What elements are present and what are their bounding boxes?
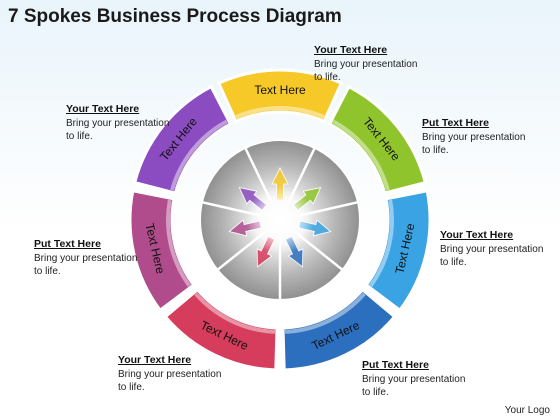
ring-segment (163, 287, 279, 372)
callout-body: Bring your presentation to life. (422, 132, 526, 156)
callout-heading: Put Text Here (422, 117, 489, 129)
callout-body: Bring your presentation to life. (314, 59, 418, 83)
segment-highlight (369, 199, 394, 287)
callout-body: Bring your presentation to life. (118, 369, 222, 393)
callout-heading: Put Text Here (362, 359, 429, 371)
segment-highlight (235, 106, 325, 119)
callout-heading: Put Text Here (34, 238, 101, 250)
callout-body: Bring your presentation to life. (362, 374, 466, 398)
callout-top: Your Text Here Bring your presentation t… (314, 44, 434, 84)
callout-body: Bring your presentation to life. (440, 244, 544, 268)
center-glow (246, 186, 314, 254)
callout-body: Bring your presentation to life. (66, 118, 170, 142)
callout-left: Put Text Here Bring your presentation to… (34, 238, 154, 278)
callout-right: Your Text Here Bring your presentation t… (440, 229, 560, 269)
segment-label: Text Here (254, 83, 306, 97)
segment-highlight (284, 292, 366, 334)
callout-heading: Your Text Here (118, 354, 192, 366)
callout-lower-left: Your Text Here Bring your presentation t… (118, 354, 238, 394)
callout-body: Bring your presentation to life. (34, 253, 138, 277)
ring-segment (327, 84, 428, 195)
callout-heading: Your Text Here (66, 103, 140, 115)
callout-heading: Your Text Here (440, 229, 514, 241)
segment-highlight (194, 292, 276, 334)
segment-highlight (332, 119, 390, 191)
ring-segment (128, 188, 196, 313)
callout-heading: Your Text Here (314, 44, 388, 56)
ring-segment (216, 68, 344, 124)
segment-highlight (170, 119, 228, 191)
segment-highlight (165, 199, 191, 287)
page-title: 7 Spokes Business Process Diagram (8, 6, 342, 27)
hub (199, 139, 361, 301)
ring-segment (364, 188, 432, 313)
callout-upper-left: Your Text Here Bring your presentation t… (66, 103, 186, 143)
ring-segment (281, 287, 397, 372)
ring-segment (132, 84, 233, 195)
logo-text: Your Logo (504, 405, 550, 416)
callout-lower-right: Put Text Here Bring your presentation to… (362, 359, 482, 399)
callout-upper-right: Put Text Here Bring your presentation to… (422, 117, 542, 157)
